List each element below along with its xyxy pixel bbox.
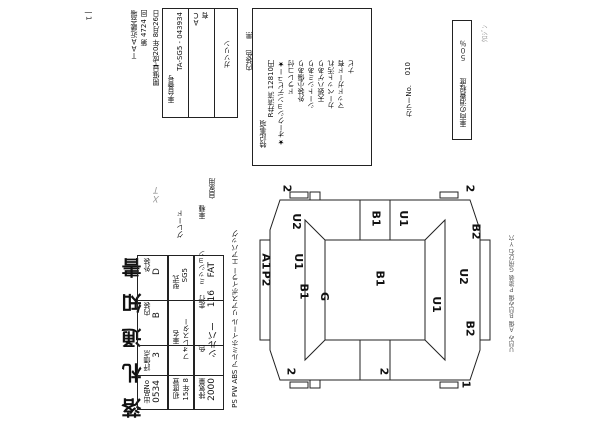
note-5: シートシミあり	[307, 60, 315, 109]
car-name-label: 車名	[172, 330, 180, 344]
damage-mark: B1	[369, 210, 383, 227]
damage-mark: B2	[463, 320, 477, 337]
interior-grade: B	[152, 312, 162, 319]
model-label: 型式	[172, 275, 180, 289]
ac-value: 有	[201, 12, 209, 19]
damage-mark: A1	[259, 253, 273, 270]
displacement-label: 排気量	[198, 378, 206, 399]
date: 平成20年 8月26日	[152, 10, 160, 70]
wheel-fl	[289, 191, 309, 199]
chassis-box	[162, 8, 238, 118]
lot-label: 出品No	[143, 380, 151, 404]
legend-strip: Ｕ凹み Ａ傷 Ｂ凹み傷 Ｐ塗装 Ｇ飛び石 Ｙ穴	[509, 235, 516, 353]
mission-label: ミッション	[198, 250, 206, 285]
note-8: マッドガード有	[337, 60, 345, 109]
damage-mark: 2	[280, 184, 294, 193]
damage-mark: 1	[459, 380, 473, 389]
session: 第 4724 回	[140, 10, 148, 47]
mirror-left	[309, 191, 321, 201]
damage-mark: U2	[456, 268, 470, 285]
equipment: PS PW ABS アルミホイール リアスポイラー エアバッグ	[231, 230, 239, 408]
info-table-col-2	[168, 255, 194, 410]
mission: FAT	[207, 262, 217, 278]
damage-mark: B1	[373, 270, 387, 287]
bumper-front	[259, 239, 271, 341]
damage-mark: U2	[289, 213, 303, 230]
note-1: R弁済済 12810円	[267, 60, 275, 118]
windshield-front	[304, 218, 326, 362]
chassis-no: TA-SG5 - 043934	[176, 12, 184, 71]
eval-label: 評価点	[143, 350, 151, 371]
exterior-label: 外装	[143, 258, 151, 272]
bumper-rear	[479, 239, 491, 341]
info-table-col-1	[137, 255, 168, 410]
damage-mark: 2	[463, 184, 477, 193]
grade-handwritten: ＸＴ	[153, 186, 163, 204]
wheel-rr	[439, 381, 459, 389]
mileage: 116	[207, 290, 217, 308]
damage-mark: 2	[377, 367, 391, 376]
stamp: ｸﾛｼﾞﾝ	[481, 25, 489, 43]
damage-mark: G	[318, 291, 332, 302]
grade-label: グレード	[176, 210, 184, 238]
color-no-label: カラーNo.	[405, 85, 413, 118]
damage-mark: U1	[429, 296, 443, 313]
interior-label: 内装	[143, 302, 151, 316]
note-6: 天張ハゲあり	[317, 60, 325, 102]
tire-value: ５０％	[459, 40, 467, 61]
page-index: | 1	[84, 11, 93, 21]
chassis-label: 車台番号	[167, 75, 175, 103]
info-table-col-3	[194, 255, 224, 410]
color: シルバー	[209, 322, 219, 358]
first-reg: 15年 8	[182, 378, 190, 401]
tire-label: 車両の消費程度	[459, 78, 467, 127]
note-7: カーペット汚れ	[327, 60, 335, 109]
fuel: ガソリン	[223, 40, 231, 68]
note-3: ドラレコ付	[287, 60, 295, 95]
note-9: ナビ	[347, 60, 355, 74]
car-roof	[324, 239, 426, 341]
notes-label: 特記事項	[259, 120, 267, 148]
car-diagram	[259, 191, 491, 389]
model-code: SG5	[181, 268, 189, 283]
note-4: 外装小傷あり	[297, 60, 305, 102]
car-name: フォレスター	[182, 318, 190, 360]
note-2: ★オークションデビュー★	[277, 60, 285, 146]
lot-no: 0534	[152, 380, 162, 403]
damage-mark: U1	[291, 253, 305, 270]
mileage-label: 走行	[198, 295, 206, 309]
wheel-rl	[439, 191, 459, 199]
eval-score: 3	[152, 352, 162, 358]
vehicle-label: 車種	[198, 205, 206, 219]
exterior-grade: D	[152, 268, 162, 275]
tire-box	[452, 20, 472, 140]
damage-mark: B2	[469, 223, 483, 240]
windshield-rear	[424, 218, 446, 362]
displacement: 2000	[207, 378, 217, 401]
color-label: 色	[198, 345, 206, 352]
damage-mark: U1	[396, 210, 410, 227]
usage: 自家用	[208, 178, 216, 199]
damage-mark: 2	[284, 367, 298, 376]
wheel-fr	[289, 381, 309, 389]
mirror-right	[309, 379, 321, 389]
damage-mark: B1	[297, 283, 311, 300]
venue: ＴＡＡ近畿会場	[130, 10, 138, 59]
damage-mark: P2	[259, 270, 273, 287]
color-no: 010	[404, 62, 412, 76]
first-reg-label: 初度登	[172, 378, 180, 399]
notes-box	[252, 8, 372, 166]
